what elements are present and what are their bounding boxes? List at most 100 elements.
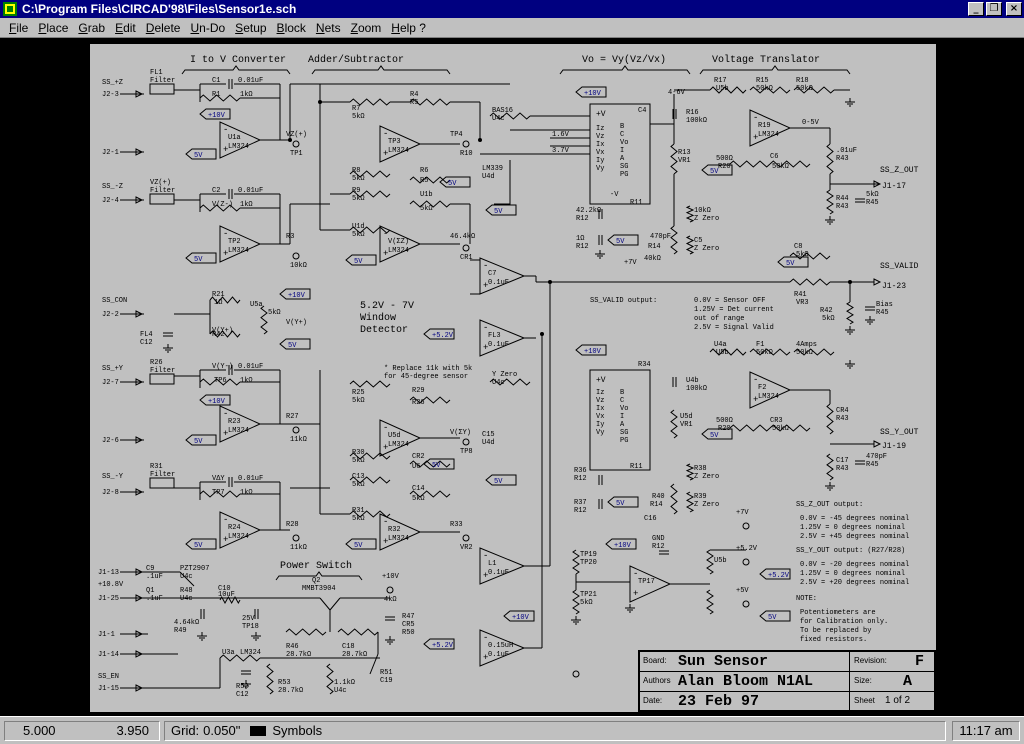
schematic-label: 3.7V	[552, 147, 570, 155]
schematic-label: CR4	[836, 407, 849, 415]
schematic-label: Iy	[596, 157, 604, 165]
schematic-label: 25V	[242, 615, 255, 623]
menu-help[interactable]: Help ?	[391, 20, 426, 35]
op-amp-ref: F2	[758, 384, 766, 392]
window-detector-label: Window	[360, 312, 396, 324]
op-amp-part: LM324	[388, 441, 409, 449]
op-amp-symbol	[379, 513, 422, 551]
schematic-label: R31	[352, 507, 365, 515]
schematic-label: R11	[630, 463, 643, 471]
schematic-label: C4	[638, 107, 646, 115]
power-rail-flag	[345, 254, 377, 266]
schematic-label: 4-6V	[668, 89, 686, 97]
schematic-label: I	[620, 147, 624, 155]
schematic-label: C19	[380, 677, 393, 685]
menu-block[interactable]: Block	[276, 20, 306, 35]
schematic-label: SS_EN	[98, 673, 119, 681]
power-rail-flag	[423, 458, 455, 470]
authors-value: Alan Bloom N1AL	[678, 673, 814, 690]
schematic-label: R43	[836, 155, 849, 163]
schematic-label: R12	[576, 215, 589, 223]
restore-button[interactable]: ❐	[986, 2, 1002, 16]
power-rail-label: 5V	[710, 432, 719, 440]
op-amp-ref: R23	[228, 418, 241, 426]
op-amp-part: 0.1uF	[488, 279, 509, 287]
wire	[409, 200, 451, 208]
wire	[559, 65, 691, 75]
menu-undo[interactable]: Un-Do	[190, 20, 226, 35]
schematic-label: J2-8	[102, 489, 119, 497]
schematic-label: NOTE:	[796, 595, 817, 603]
wire	[219, 654, 261, 662]
power-rail-label: 5V	[710, 168, 719, 176]
schematic-label: 5kΩ	[822, 315, 835, 323]
menu-place[interactable]: Place	[38, 20, 69, 35]
schematic-label: +7V	[736, 509, 749, 517]
schematic-label: C16	[644, 515, 657, 523]
schematic-label: +	[223, 429, 228, 439]
power-rail-label: +10V	[584, 90, 602, 98]
schematic-label: R26	[150, 359, 163, 367]
menu-setup[interactable]: Setup	[235, 20, 267, 35]
schematic-label: R37	[574, 499, 587, 507]
schematic-label: CR3	[770, 417, 783, 425]
schematic-label: 5kΩ	[352, 457, 365, 465]
schematic-label: Q2	[312, 577, 320, 585]
wire	[329, 597, 341, 611]
wire	[260, 305, 268, 335]
cursor-x: 5.000	[23, 723, 56, 738]
wire	[793, 86, 835, 94]
menu-nets[interactable]: Nets	[315, 20, 341, 35]
note-line: To be replaced by	[800, 627, 871, 635]
power-rail-flag	[607, 496, 639, 508]
minimize-button[interactable]: _	[968, 2, 984, 16]
schematic-label: 50kΩ	[772, 163, 789, 171]
schematic-label: R39	[694, 493, 707, 501]
schematic-label: C5	[694, 237, 702, 245]
wire	[749, 86, 791, 94]
filter-block	[149, 373, 175, 385]
wire	[409, 98, 451, 106]
schematic-label: +10.8V	[98, 581, 124, 589]
wire	[826, 453, 834, 481]
schematic-label: C12	[236, 691, 249, 699]
circad-app-icon[interactable]	[2, 1, 18, 17]
menu-zoom[interactable]: Zoom	[350, 20, 382, 35]
test-point	[572, 670, 580, 678]
connector-arrow	[135, 148, 144, 156]
close-button[interactable]: ×	[1006, 2, 1022, 16]
power-rail-flag	[279, 288, 311, 300]
schematic-label: U4b	[686, 377, 699, 385]
schematic-label: 46.4kΩ	[450, 233, 475, 241]
menu-grab[interactable]: Grab	[78, 20, 106, 35]
schematic-label: LM339	[482, 165, 503, 173]
schematic-label: TP6	[214, 377, 227, 385]
power-rail-flag	[185, 252, 217, 264]
wire	[199, 204, 241, 212]
grid-value: 0.050"	[203, 723, 241, 738]
schematic-label: Iy	[596, 421, 604, 429]
junction-dot	[548, 280, 552, 284]
title-bar[interactable]: C:\Program Files\CIRCAD'98\Files\Sensor1…	[0, 0, 1024, 18]
schematic-label: R45	[866, 199, 879, 207]
schematic-label: 5kΩ	[866, 191, 879, 199]
menu-delete[interactable]: Delete	[145, 20, 181, 35]
power-rail-flag	[199, 394, 231, 406]
schematic-label: R3	[286, 233, 294, 241]
schematic-label: +	[753, 133, 758, 143]
menu-file[interactable]: File	[9, 20, 29, 35]
op-amp-part: 0.1uF	[488, 569, 509, 577]
schematic-label: +	[383, 249, 388, 259]
wire	[749, 348, 791, 356]
schematic-label: 1Ω	[576, 235, 584, 243]
schematic-label: R17	[714, 77, 727, 85]
schematic-label: TP4	[450, 131, 463, 139]
multiplier-chip-u6	[589, 369, 651, 471]
menu-edit[interactable]: Edit	[115, 20, 136, 35]
test-point-label: 10kΩ	[290, 262, 307, 270]
schematic-label: R33	[450, 521, 463, 529]
